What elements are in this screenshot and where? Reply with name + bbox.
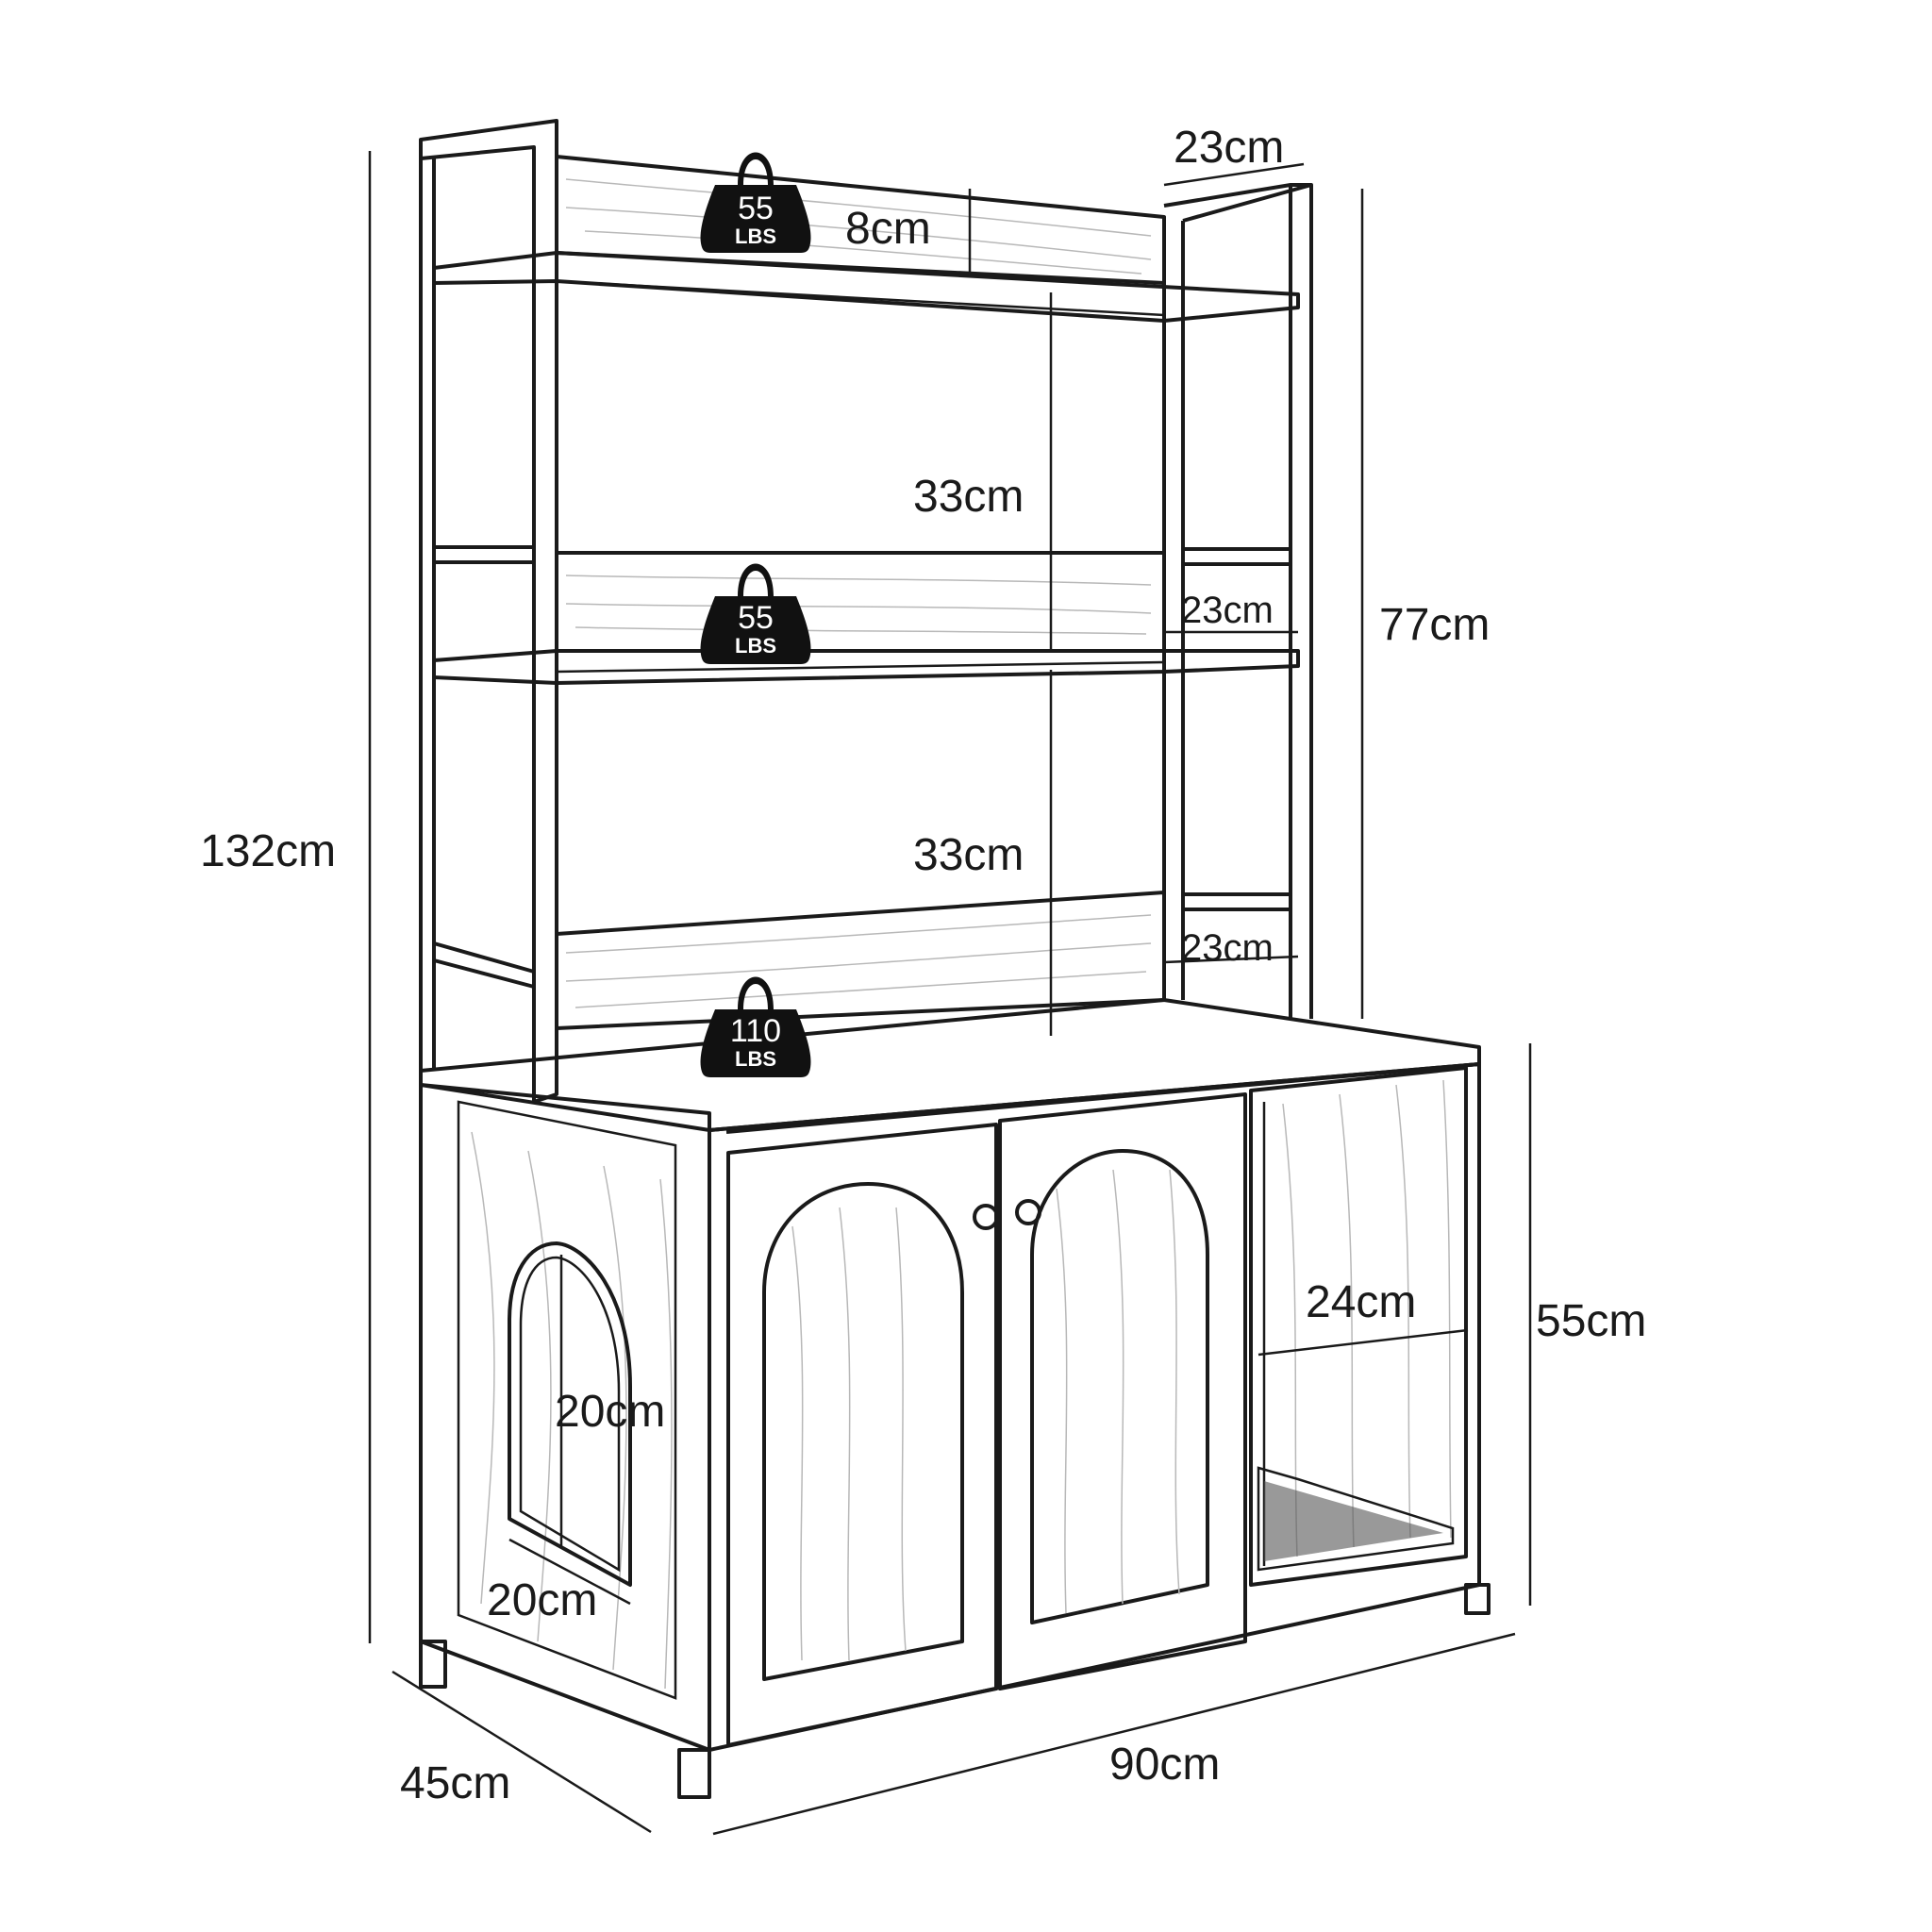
weight-value: 55 xyxy=(738,191,774,226)
label-depth: 45cm xyxy=(400,1758,510,1808)
weight-icon xyxy=(700,976,811,1077)
label-top-clearance: 8cm xyxy=(845,204,931,254)
weight-unit: LBS xyxy=(735,1047,776,1071)
label-right-compartment-width: 24cm xyxy=(1306,1277,1416,1327)
label-width: 90cm xyxy=(1109,1740,1220,1790)
label-total-height: 132cm xyxy=(200,826,336,876)
weight-value: 55 xyxy=(738,600,774,636)
label-cabinet-height: 55cm xyxy=(1536,1296,1646,1346)
weight-unit: LBS xyxy=(735,225,776,248)
weight-badge-middle: 55 LBS xyxy=(700,563,811,664)
label-shelf-depth-middle: 23cm xyxy=(1181,590,1274,631)
weight-badge-top: 55 LBS xyxy=(700,152,811,253)
label-shelf-gap-lower: 33cm xyxy=(913,830,1024,880)
label-hutch-height: 77cm xyxy=(1379,600,1490,650)
dimension-labels: 132cm 77cm 55cm 8cm 33cm 33cm 23cm 23cm … xyxy=(200,123,1646,1808)
weight-unit: LBS xyxy=(735,634,776,658)
weight-badge-bottom: 110 LBS xyxy=(700,976,811,1077)
weight-icon xyxy=(700,152,811,253)
weight-value: 110 xyxy=(730,1013,781,1049)
weight-icon xyxy=(700,563,811,664)
cabinet xyxy=(419,998,1491,1799)
label-shelf-depth-top: 23cm xyxy=(1174,123,1284,173)
label-shelf-depth-lower: 23cm xyxy=(1181,927,1274,969)
label-side-opening-height: 20cm xyxy=(555,1387,665,1437)
dimension-lines xyxy=(368,151,1532,1836)
label-side-opening-width: 20cm xyxy=(487,1575,597,1625)
label-shelf-gap-upper: 33cm xyxy=(913,472,1024,522)
hutch-frame xyxy=(419,119,1313,1104)
